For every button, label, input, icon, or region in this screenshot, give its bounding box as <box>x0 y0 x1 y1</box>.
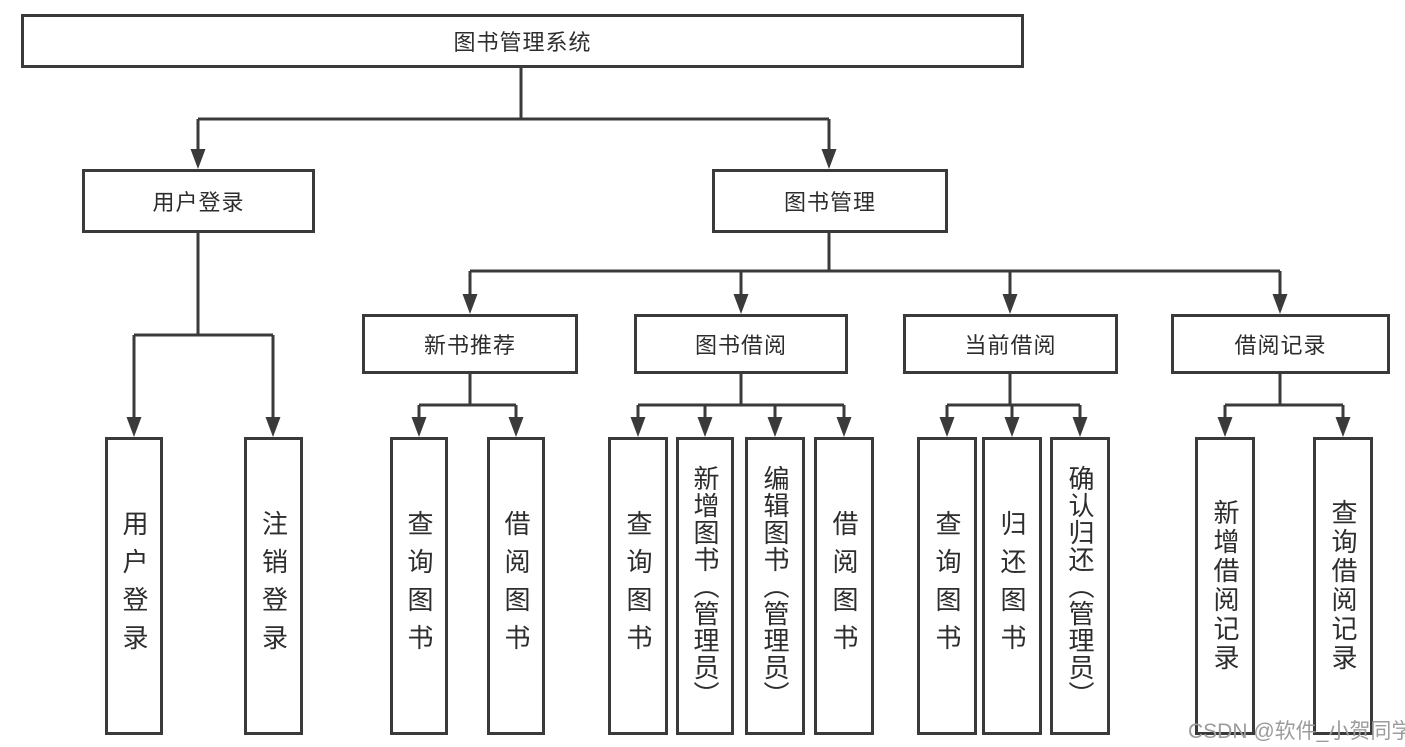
node-label: 图书管理系统 <box>453 30 592 55</box>
arrowhead <box>1004 417 1020 437</box>
node-label: 图书借阅 <box>694 333 787 358</box>
node-label: 注销登录 <box>258 510 289 662</box>
node-label: 用户登录 <box>119 510 149 662</box>
leaf-edit-books-admin: 编辑图书（管理员） <box>745 437 805 735</box>
arrowhead <box>462 294 478 314</box>
arrowhead <box>265 417 281 437</box>
leaf-query-books-rec: 查询图书 <box>390 437 448 735</box>
arrowhead <box>126 417 142 437</box>
leaf-query-borrow-record: 查询借阅记录 <box>1313 437 1373 735</box>
edge-current-borrow-to-leaves <box>945 374 1082 419</box>
arrowhead <box>1335 417 1351 437</box>
arrowhead <box>1002 294 1018 314</box>
node-current-borrowing: 当前借阅 <box>903 314 1118 374</box>
node-label: 查询图书 <box>404 510 434 662</box>
node-label: 查询图书 <box>623 510 653 662</box>
leaf-confirm-return-admin: 确认归还（管理员） <box>1050 437 1110 735</box>
csdn-watermark: CSDN @软件_小贺同学 <box>1188 720 1405 743</box>
arrowhead <box>836 417 852 437</box>
arrowhead <box>1072 417 1088 437</box>
leaf-query-books-current: 查询图书 <box>917 437 977 735</box>
node-book-management: 图书管理 <box>712 169 948 233</box>
arrowhead <box>411 417 427 437</box>
node-user-login: 用户登录 <box>82 169 315 233</box>
leaf-user-login: 用户登录 <box>105 437 163 735</box>
arrowhead <box>767 417 783 437</box>
node-label: 借阅图书 <box>829 510 859 662</box>
leaf-add-books-admin: 新增图书（管理员） <box>676 437 734 735</box>
arrowhead <box>821 149 837 169</box>
node-label: 用户登录 <box>152 190 245 215</box>
node-label: 借阅图书 <box>501 510 531 662</box>
node-root-library-system: 图书管理系统 <box>21 14 1024 68</box>
leaf-add-borrow-record: 新增借阅记录 <box>1195 437 1255 735</box>
node-label: 归还图书 <box>997 510 1027 662</box>
edge-book-borrow-to-leaves <box>636 374 846 419</box>
leaf-logout: 注销登录 <box>244 437 303 735</box>
arrowhead <box>508 417 524 437</box>
node-label: 新增借阅记录 <box>1210 499 1240 673</box>
arrowhead <box>1272 294 1288 314</box>
edge-user-login-to-leaves <box>132 233 275 419</box>
node-label: 新书推荐 <box>423 333 516 358</box>
edge-borrow-records-to-leaves <box>1223 374 1345 419</box>
node-new-book-recommendation: 新书推荐 <box>362 314 578 374</box>
node-label: 编辑图书（管理员） <box>760 464 790 708</box>
node-borrowing-records: 借阅记录 <box>1171 314 1390 374</box>
edge-new-book-rec-to-leaves <box>417 374 518 419</box>
node-label: 借阅记录 <box>1234 333 1327 358</box>
node-label: 图书管理 <box>783 190 876 215</box>
arrowhead <box>630 417 646 437</box>
node-label: 确认归还（管理员） <box>1065 464 1095 708</box>
arrowhead <box>1217 417 1233 437</box>
arrowhead <box>697 417 713 437</box>
leaf-return-books: 归还图书 <box>982 437 1042 735</box>
arrowhead <box>190 149 206 169</box>
arrowheads <box>126 149 1351 437</box>
edge-book-mgmt-to-level3 <box>468 233 1282 296</box>
node-label: 查询借阅记录 <box>1328 499 1358 673</box>
edge-root-to-level2 <box>196 68 831 152</box>
node-label: 新增图书（管理员） <box>690 464 720 708</box>
leaf-query-books-borrow: 查询图书 <box>608 437 668 735</box>
arrowhead <box>939 417 955 437</box>
leaf-borrow-books-rec: 借阅图书 <box>487 437 545 735</box>
node-label: 查询图书 <box>932 510 962 662</box>
node-label: 当前借阅 <box>964 333 1057 358</box>
leaf-borrow-books: 借阅图书 <box>814 437 874 735</box>
node-book-borrowing: 图书借阅 <box>634 314 848 374</box>
arrowhead <box>733 294 749 314</box>
